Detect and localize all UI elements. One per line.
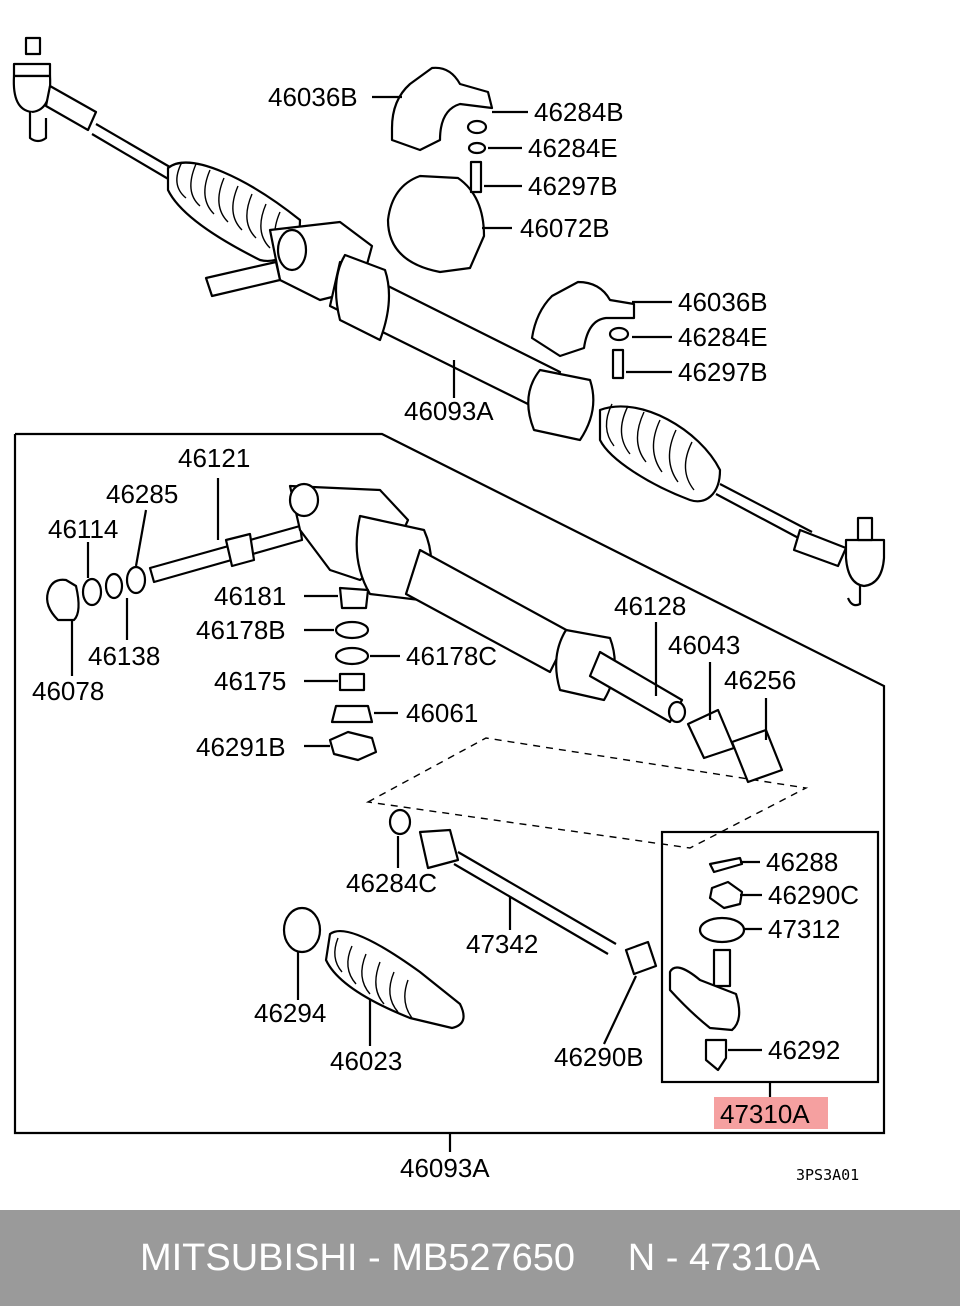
label-46292: 46292 — [768, 1035, 840, 1065]
label-46297B-top: 46297B — [528, 171, 618, 201]
footer-position: N — [627, 1236, 656, 1279]
label-46121: 46121 — [178, 443, 250, 473]
label-46297B-mid: 46297B — [678, 357, 768, 387]
label-46178B: 46178B — [196, 615, 286, 645]
label-46036B-mid: 46036B — [678, 287, 768, 317]
label-46043: 46043 — [668, 630, 740, 660]
label-46284B: 46284B — [534, 97, 624, 127]
label-47310A: 47310A — [720, 1099, 810, 1129]
leader-lines — [70, 95, 772, 1152]
top-rack-assembly — [12, 36, 886, 607]
label-46138: 46138 — [88, 641, 160, 671]
tie-rod-end-parts — [668, 856, 746, 1072]
label-47342: 47342 — [466, 929, 538, 959]
label-46284E-top: 46284E — [528, 133, 618, 163]
parts-diagram: 46036B 46284B 46284E 46297B 46072B 46036… — [12, 36, 886, 1184]
label-46288: 46288 — [766, 847, 838, 877]
label-46114: 46114 — [48, 514, 118, 544]
label-46128: 46128 — [614, 591, 686, 621]
label-46078: 46078 — [32, 676, 104, 706]
label-47312: 47312 — [768, 914, 840, 944]
label-46178C: 46178C — [406, 641, 497, 671]
label-46284E-mid: 46284E — [678, 322, 768, 352]
footer-separator-2: - — [655, 1236, 690, 1279]
label-46256: 46256 — [724, 665, 796, 695]
callout-highlight — [714, 1097, 828, 1129]
label-46290C: 46290C — [768, 880, 859, 910]
label-46294: 46294 — [254, 998, 326, 1028]
pinion-parts — [46, 482, 784, 784]
label-46285: 46285 — [106, 479, 178, 509]
footer-separator: - — [357, 1236, 392, 1279]
footer-bar: MITSUBISHI - MB527650 N - 47310A — [0, 1210, 960, 1306]
label-46181: 46181 — [214, 581, 286, 611]
label-46291B: 46291B — [196, 732, 286, 762]
label-46036B-top: 46036B — [268, 82, 358, 112]
footer-callout: 47310A — [689, 1236, 821, 1279]
footer-part-number: MB527650 — [391, 1236, 575, 1279]
label-46284C: 46284C — [346, 868, 437, 898]
label-46175: 46175 — [214, 666, 286, 696]
diagram-code: 3PS3A01 — [796, 1166, 859, 1184]
inner-parts-dashed-box — [365, 737, 809, 849]
footer-gap — [575, 1237, 628, 1280]
label-46023: 46023 — [330, 1046, 402, 1076]
label-46061: 46061 — [406, 698, 478, 728]
label-46290B: 46290B — [554, 1042, 644, 1072]
label-46093A-top: 46093A — [404, 396, 494, 426]
assembly-frame — [13, 432, 886, 1135]
part-labels: 46036B 46284B 46284E 46297B 46072B 46036… — [32, 82, 859, 1184]
label-46072B: 46072B — [520, 213, 610, 243]
footer-brand: MITSUBISHI — [139, 1236, 358, 1279]
inner-tie-rod-parts — [282, 808, 658, 1030]
label-46093A-bottom: 46093A — [400, 1153, 490, 1183]
